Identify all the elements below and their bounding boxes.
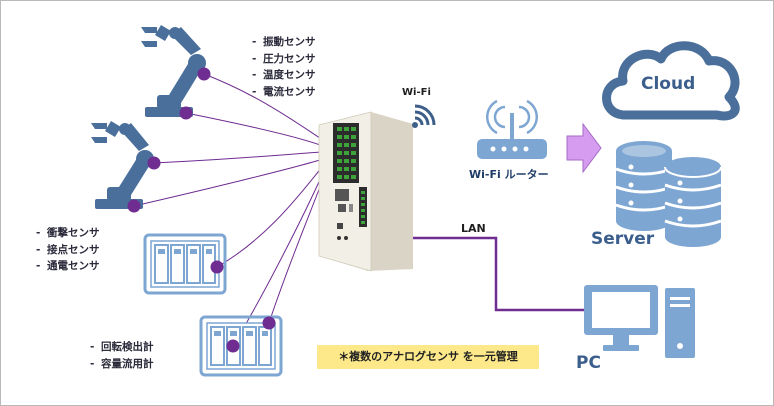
sensor-connection-dots xyxy=(127,67,276,353)
equipment-rack-icon xyxy=(199,315,283,377)
sensor-item: -電流センサ xyxy=(252,85,316,98)
sensor-item: -衝撃センサ xyxy=(36,227,100,239)
lan-cable xyxy=(413,236,584,312)
router-label: Wi-Fi ルーター xyxy=(469,168,549,181)
cloud-label: Cloud xyxy=(641,74,696,94)
sensor-list-group1: -振動センサ -圧力センサ -温度センサ -電流センサ xyxy=(252,34,316,100)
sensor-item: -回転検出計 xyxy=(90,341,154,353)
lan-label: LAN xyxy=(461,222,486,235)
robot-arm-icon xyxy=(91,121,154,209)
cloud-icon xyxy=(602,41,740,121)
robot-arm-icon xyxy=(141,25,206,117)
note-banner: ＊複数のアナログセンサ を一元管理 xyxy=(317,345,539,369)
pc-icon xyxy=(584,285,695,358)
sensor-item: -圧力センサ xyxy=(252,52,316,65)
sensor-item: -温度センサ xyxy=(252,69,316,81)
sensor-item: -接点センサ xyxy=(36,243,100,256)
sensor-item: -振動センサ xyxy=(252,36,316,48)
sensor-list-group2: -衝撃センサ -接点センサ -通電センサ xyxy=(36,225,100,275)
pc-label: PC xyxy=(576,353,601,373)
server-label: Server xyxy=(591,229,655,249)
server-icon xyxy=(615,141,722,247)
wifi-signal-icon xyxy=(412,104,436,128)
sensor-item: -容量流用計 xyxy=(90,357,154,370)
iot-gateway-device xyxy=(318,111,413,272)
wifi-router-icon xyxy=(477,99,547,159)
wifi-label: Wi-Fi xyxy=(402,87,431,98)
sensor-list-group3: -回転検出計 -容量流用計 xyxy=(90,339,154,372)
sensor-item: -通電センサ xyxy=(36,260,100,272)
upload-arrow-icon xyxy=(566,122,602,174)
